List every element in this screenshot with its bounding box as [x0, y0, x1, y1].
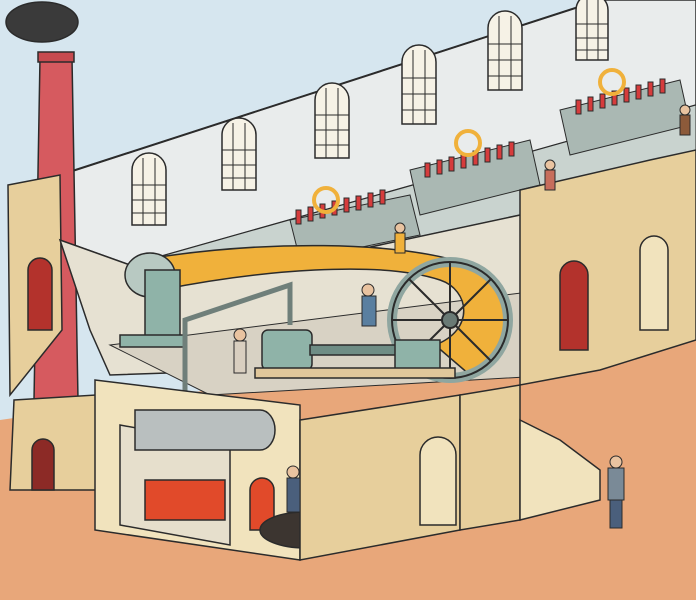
window-1 [131, 152, 167, 226]
spinning-frame-3 [559, 68, 691, 156]
window-3 [314, 82, 350, 159]
window-5 [487, 10, 523, 91]
furnace-opening [249, 477, 275, 531]
front-walls [299, 149, 696, 561]
engineer-standing [361, 283, 377, 327]
steam-engine [254, 329, 456, 379]
worker-top-right [679, 104, 691, 136]
steam-pipe [182, 281, 293, 410]
spinning-frame-2 [409, 129, 541, 216]
window-6 [575, 0, 609, 61]
boiler-firebox [144, 479, 226, 521]
left-exterior-wall [7, 174, 63, 398]
window-2 [221, 117, 257, 191]
back-windows [131, 0, 609, 226]
spinning-frame-1 [289, 186, 421, 261]
window-4 [401, 44, 437, 125]
exterior-stairs [519, 418, 601, 521]
line-shaft-pulley [119, 252, 186, 348]
chimney-door [31, 438, 55, 491]
chimney-base [9, 394, 101, 491]
spinning-frames [289, 68, 691, 261]
worker-engine-room [233, 328, 247, 374]
workers [233, 104, 691, 529]
boiler-tank [134, 409, 276, 451]
worker-spinner [544, 159, 556, 191]
smoke-cloud [5, 1, 79, 43]
stoker [286, 465, 301, 513]
worker-upper-floor [394, 222, 406, 254]
man-walking-outside [607, 455, 625, 529]
